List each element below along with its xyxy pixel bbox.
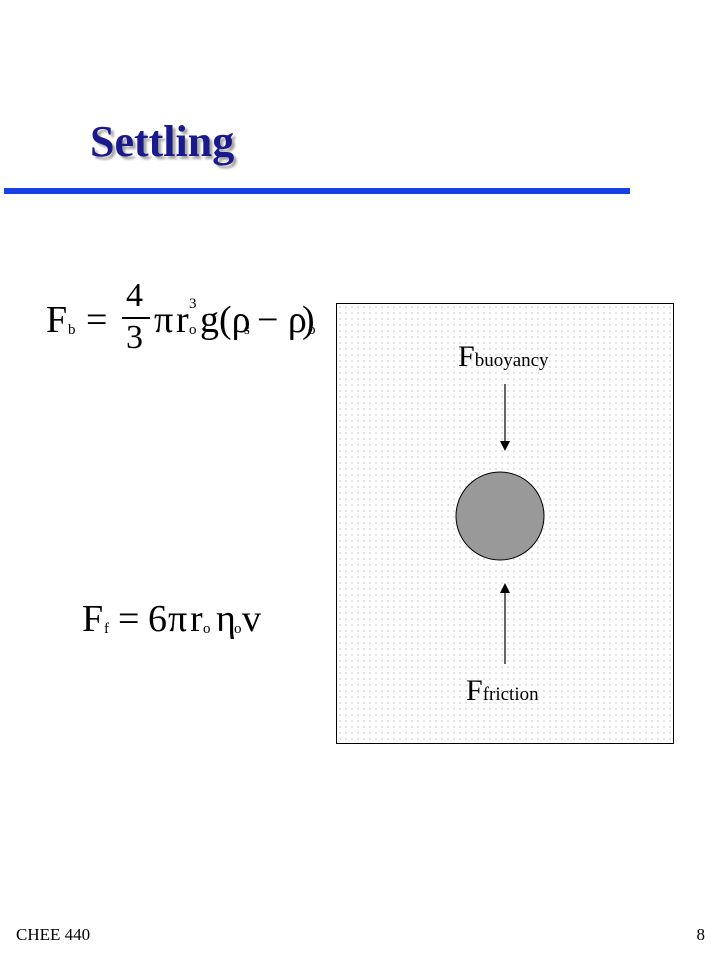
- eq2-equals: =: [118, 598, 140, 640]
- eq1-r-sub: o: [189, 322, 197, 338]
- eq2-v: v: [242, 598, 261, 640]
- eq2-eta-sub: o: [234, 621, 242, 637]
- title-underline: [4, 188, 630, 194]
- eq1-pi: π: [154, 299, 174, 341]
- eq1-close-paren: ): [302, 299, 315, 341]
- slide-title: Settling: [90, 117, 235, 166]
- eq2-r-sub: o: [203, 621, 211, 637]
- friction-force-sub: friction: [482, 684, 539, 705]
- eq1-r: r: [176, 299, 189, 341]
- eq2-r: r: [190, 598, 203, 640]
- eq1-denominator: 3: [126, 319, 143, 356]
- buoyancy-arrowhead: [500, 441, 510, 451]
- particle: [455, 471, 545, 561]
- eq1-F-sub: b: [68, 322, 76, 338]
- friction-force-label: Ffriction: [466, 674, 539, 708]
- course-code: CHEE 440: [16, 925, 91, 944]
- eq1-rho-s-sub: s: [244, 322, 250, 338]
- eq1-fraction-bar: [122, 317, 150, 319]
- eq1-F: F: [46, 299, 68, 341]
- buoyancy-equation: F b = 4 3 π r 3 o g(ρ s − ρ o ): [46, 279, 316, 356]
- buoyancy-force-label: Fbuoyancy: [458, 340, 549, 374]
- friction-equation: F f = 6 π r o η o v: [82, 600, 262, 640]
- eq2-F-sub: f: [104, 621, 109, 637]
- page-number: 8: [696, 925, 706, 944]
- eq1-r-sup: 3: [189, 296, 197, 312]
- eq2-pi: π: [168, 598, 188, 640]
- eq1-equals: =: [86, 299, 108, 341]
- eq1-rho-o-sub: o: [308, 322, 316, 338]
- friction-arrowhead: [500, 583, 510, 593]
- eq1-numerator: 4: [126, 277, 143, 314]
- eq1-g-rho: g(ρ: [200, 299, 251, 341]
- eq1-minus-rho: − ρ: [257, 299, 307, 341]
- eq2-F: F: [82, 598, 104, 640]
- eq2-eta: η: [216, 598, 236, 640]
- friction-force-main: F: [466, 674, 483, 707]
- eq2-six: 6: [148, 598, 167, 640]
- buoyancy-force-main: F: [458, 340, 475, 373]
- buoyancy-force-sub: buoyancy: [474, 350, 549, 371]
